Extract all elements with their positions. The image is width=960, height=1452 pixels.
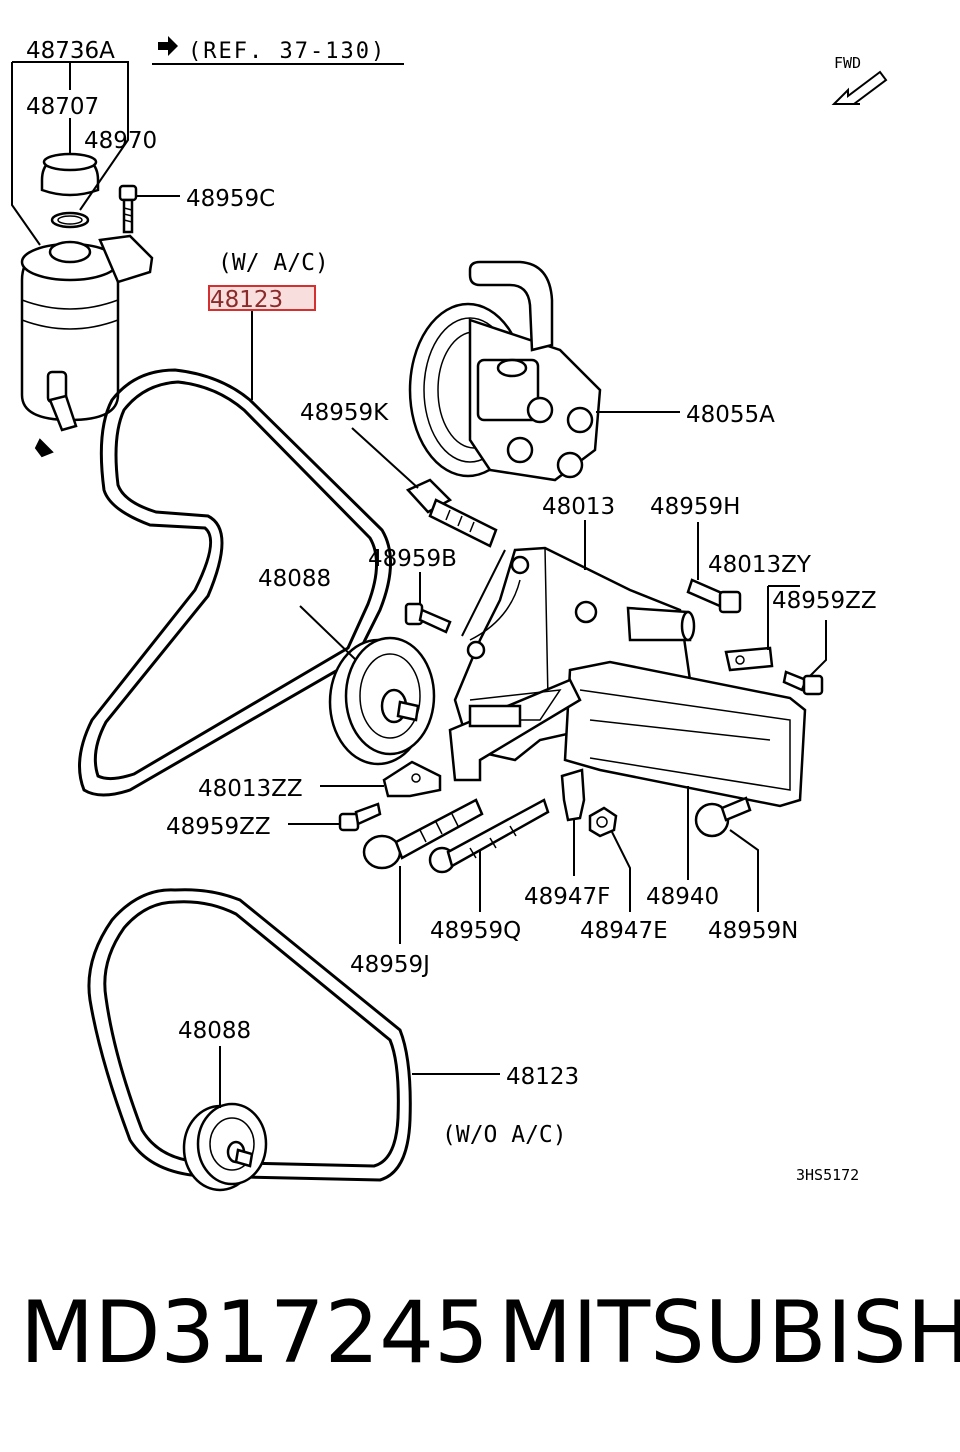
product-caption: MD317245 MITSUBISHI	[0, 1290, 960, 1400]
label-48736A: 48736A	[26, 38, 115, 64]
bracket-48013ZZ	[382, 760, 442, 798]
bracket-48940	[448, 660, 807, 808]
variant-without-ac: (W/O A/C)	[442, 1122, 567, 1148]
label-48013ZY: 48013ZY	[708, 552, 812, 578]
power-steering-pump	[408, 260, 602, 482]
label-48947F: 48947F	[524, 884, 610, 910]
label-48959C: 48959C	[186, 186, 275, 212]
label-48959Q: 48959Q	[430, 918, 521, 944]
idler-pulley-top	[328, 636, 436, 766]
bolt-48959Q	[428, 798, 550, 874]
reference-note: (REF. 37-130)	[188, 39, 386, 64]
label-48959K: 48959K	[300, 400, 389, 426]
exploded-parts-diagram: 48736A (REF. 37-130) FWD 48707 48970 489…	[11, 36, 888, 1192]
clip-48947F	[560, 768, 586, 822]
brand-name: MITSUBISHI	[498, 1283, 960, 1383]
label-48959H: 48959H	[650, 494, 740, 520]
label-48959N: 48959N	[708, 918, 798, 944]
label-48947E: 48947E	[580, 918, 668, 944]
idler-pulley-bottom	[182, 1102, 268, 1192]
label-48707: 48707	[26, 94, 99, 120]
label-48959ZZ-left: 48959ZZ	[166, 814, 271, 840]
reservoir-cap	[40, 152, 100, 229]
label-48123-highlighted: 48123	[210, 287, 283, 313]
label-48055A: 48055A	[686, 402, 775, 428]
bolt-48959H	[686, 578, 742, 614]
bolt-48959C	[118, 184, 138, 234]
bolt-48959ZZ-left	[338, 802, 382, 832]
fwd-label: FWD	[834, 54, 861, 72]
label-48088-top: 48088	[258, 566, 331, 592]
bolt-48959B	[404, 602, 452, 634]
label-48088-bottom: 48088	[178, 1018, 251, 1044]
highlight-box-48123	[208, 285, 316, 311]
bracket-48013ZY	[724, 646, 774, 672]
variant-with-ac: (W/ A/C)	[218, 250, 329, 276]
part-number: MD317245	[20, 1283, 489, 1383]
bolt-48959N	[694, 796, 752, 838]
bolt-48959ZZ-right	[782, 670, 824, 696]
bolt-48959K	[405, 478, 498, 548]
label-48959ZZ-right: 48959ZZ	[772, 588, 877, 614]
nut-48947E	[588, 806, 618, 838]
label-48013ZZ: 48013ZZ	[198, 776, 303, 802]
label-48013: 48013	[542, 494, 615, 520]
drive-belt-without-ac	[87, 888, 412, 1182]
label-48123-bottom: 48123	[506, 1064, 579, 1090]
label-48940: 48940	[646, 884, 719, 910]
label-48970: 48970	[84, 128, 157, 154]
label-48959J: 48959J	[350, 952, 430, 978]
reservoir-tank	[20, 234, 154, 458]
drawing-code: 3HS5172	[796, 1166, 859, 1184]
drive-belt-with-ac	[78, 368, 392, 797]
bolt-48959J	[362, 798, 484, 870]
label-48959B: 48959B	[368, 546, 457, 572]
